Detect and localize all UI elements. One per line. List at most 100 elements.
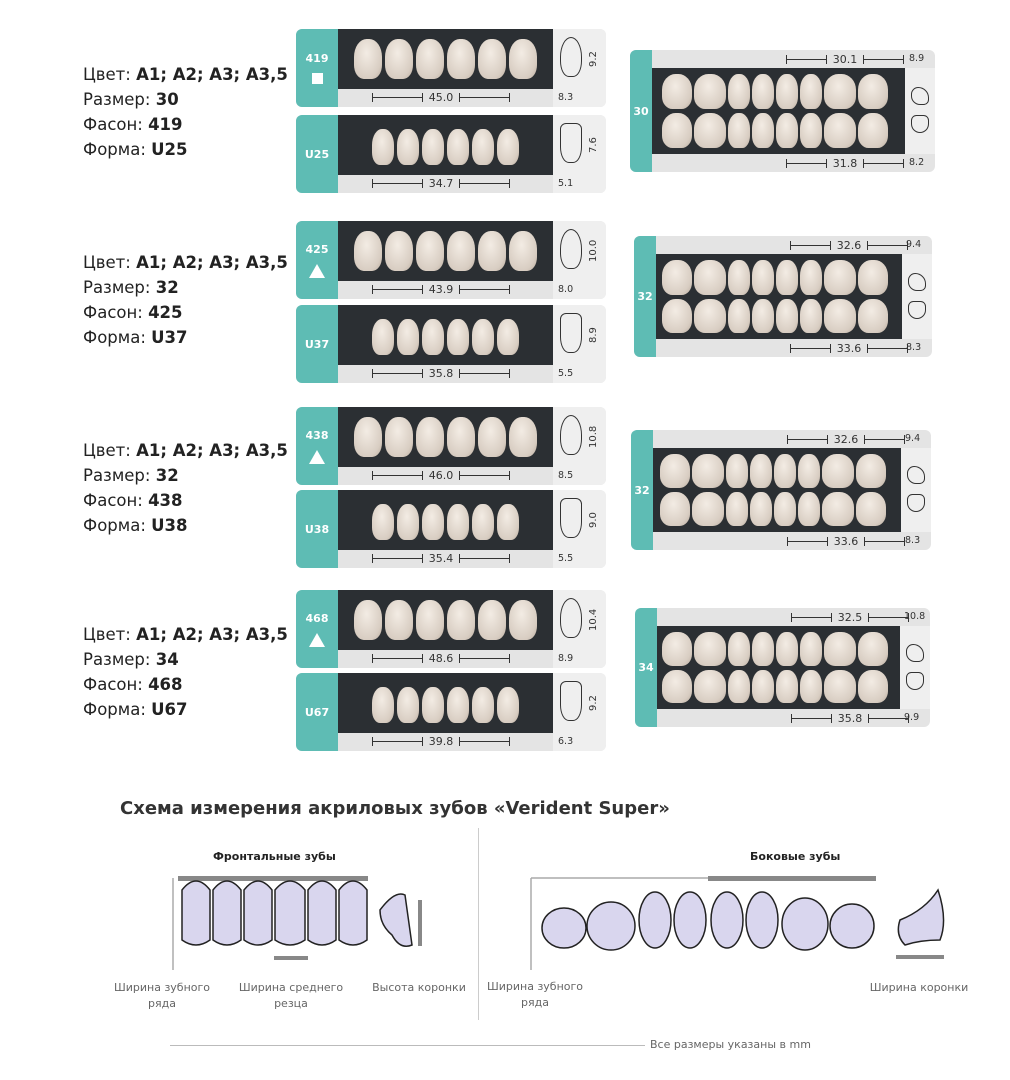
- tooth-outline-icon: [560, 681, 582, 721]
- side-value: 5.1: [558, 178, 574, 189]
- tooth: [799, 632, 822, 666]
- height-value: 9.0: [588, 512, 599, 528]
- spec-label: Фасон:: [83, 303, 149, 322]
- spec-value: 30: [155, 90, 179, 109]
- tooth: [661, 74, 692, 109]
- dimension-value: 45.0: [428, 91, 454, 104]
- side-value: 5.5: [558, 368, 574, 379]
- spec-value: 34: [155, 650, 179, 669]
- front-teeth-diagram: [172, 876, 422, 970]
- upper-code: 468: [305, 611, 329, 625]
- spec-label: Форма:: [83, 516, 152, 535]
- occlusal-outline-icon: [907, 494, 925, 512]
- spec-value: 468: [148, 675, 183, 694]
- tooth: [472, 687, 494, 723]
- posterior-teeth-photo: [656, 254, 902, 339]
- upper-code: 438: [305, 428, 329, 442]
- tooth: [447, 129, 469, 165]
- side-caption-row-width: Ширина зубного ряда: [486, 980, 584, 1009]
- tooth: [752, 298, 774, 333]
- posterior-teeth-photo: [653, 448, 901, 532]
- side-value: 8.9: [558, 653, 574, 664]
- tooth: [354, 39, 382, 79]
- mould-label: U25: [296, 115, 338, 193]
- tooth: [385, 39, 413, 79]
- posterior-code: 32: [634, 236, 656, 357]
- height-value: 10.0: [588, 239, 599, 263]
- spec-label: Фасон:: [83, 115, 149, 134]
- tooth: [385, 600, 413, 640]
- width-dimension: 43.9: [366, 282, 516, 297]
- dimension-line: [372, 179, 423, 188]
- tooth: [800, 298, 822, 333]
- tooth-outline-icon: [560, 123, 582, 163]
- upper-code: 419: [305, 52, 329, 65]
- teeth-photo: [338, 115, 553, 175]
- triangle-icon: [309, 449, 325, 464]
- tooth: [751, 74, 774, 109]
- spec-value: 438: [148, 491, 183, 510]
- dimension-line: [791, 612, 832, 622]
- height-value: 7.6: [588, 137, 599, 153]
- front-caption-row-width: Ширина зубного ряда: [113, 981, 211, 1010]
- spec-value: A1; A2; A3; A3,5: [136, 625, 288, 644]
- tooth: [416, 231, 444, 271]
- tooth-profile-panel: [901, 448, 931, 532]
- top-width-dimension: 32.5: [785, 610, 915, 624]
- tooth: [823, 669, 856, 703]
- mould-label: U67: [296, 673, 338, 751]
- tooth: [422, 504, 444, 540]
- tooth: [372, 687, 394, 723]
- occlusal-outline-icon: [907, 466, 925, 484]
- height-value: 8.9: [588, 327, 599, 343]
- dimension-line: [864, 434, 905, 444]
- tooth: [728, 260, 750, 295]
- spec-label: Размер:: [83, 278, 156, 297]
- height-value: 10.4: [588, 608, 599, 632]
- spec-label: Форма:: [83, 700, 152, 719]
- tooth-outline-icon: [560, 498, 582, 538]
- dimension-line: [863, 158, 904, 168]
- spec-color: Цвет: A1; A2; A3; A3,5: [83, 250, 288, 275]
- front-caption-crown-height: Высота коронки: [372, 981, 466, 994]
- tooth: [509, 600, 537, 640]
- tooth: [693, 113, 726, 148]
- spec-size: Размер: 32: [83, 463, 288, 488]
- tooth: [823, 632, 856, 666]
- occlusal-outline-icon: [911, 87, 929, 105]
- mould-label: U38: [296, 490, 338, 568]
- tooth: [447, 39, 475, 79]
- tooth: [354, 417, 382, 457]
- tooth: [422, 129, 444, 165]
- top-side-value: 10.8: [904, 611, 926, 622]
- occlusal-outline-icon: [908, 272, 926, 291]
- tooth: [693, 669, 726, 703]
- note-line: [170, 1045, 645, 1046]
- dimension-value: 32.6: [833, 432, 859, 446]
- spec-label: Цвет:: [83, 253, 137, 272]
- tooth-outline-icon: [560, 598, 582, 638]
- posterior-code: 34: [635, 608, 657, 727]
- tooth: [857, 74, 888, 109]
- tooth: [727, 113, 750, 148]
- height-value: 9.2: [588, 695, 599, 711]
- spec-value: 419: [148, 115, 183, 134]
- spec-color: Цвет: A1; A2; A3; A3,5: [83, 62, 288, 87]
- triangle-icon: [309, 263, 325, 278]
- tooth: [856, 492, 886, 526]
